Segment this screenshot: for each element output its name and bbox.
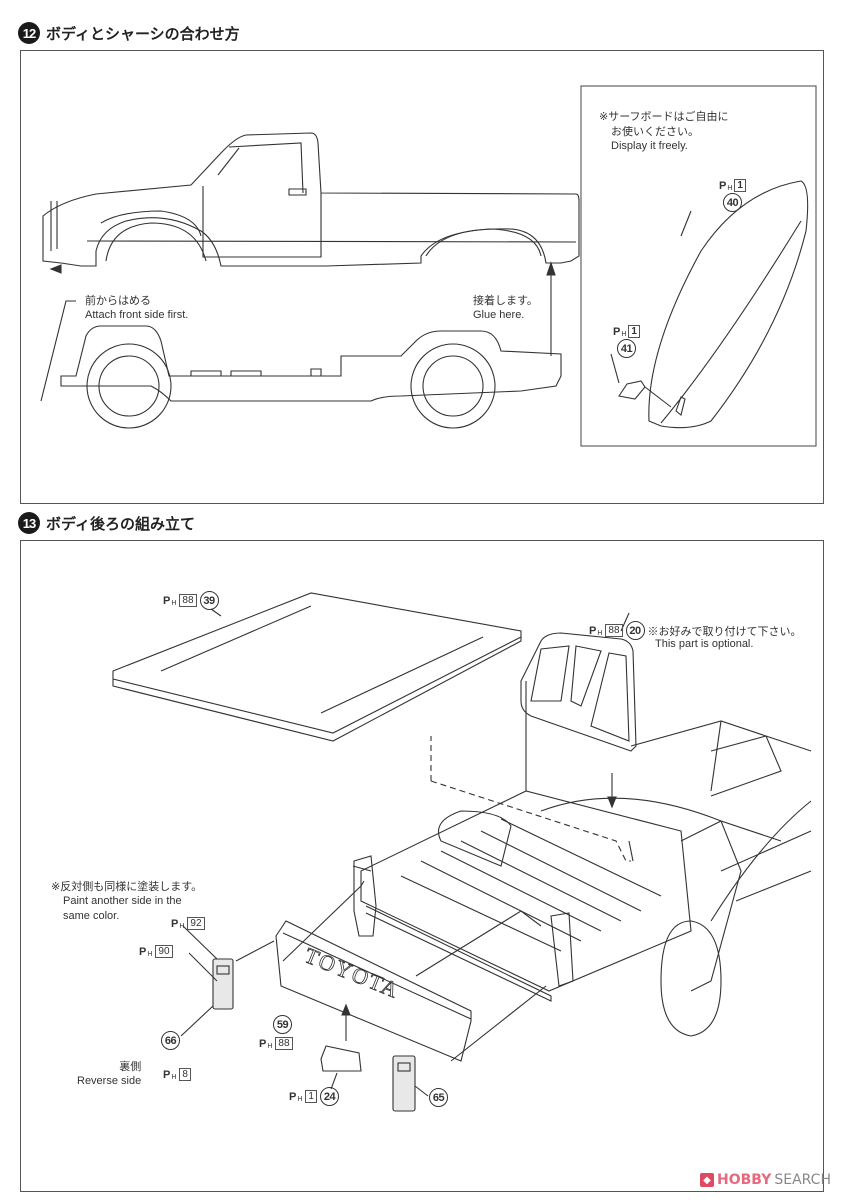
- body-chassis-diagram: [40, 85, 817, 447]
- tailgate-logo: TOYOTA: [301, 942, 403, 1003]
- front-attach-line: [40, 300, 76, 402]
- tail-light-65: [392, 1055, 416, 1112]
- part-number-66: 66: [161, 1031, 180, 1050]
- surfboard-note-jp-2: お使いください。: [611, 125, 699, 138]
- part-number-59: 59: [273, 1015, 292, 1034]
- chassis-wheel-front: [86, 343, 172, 429]
- paint-note-en-1: Paint another side in the: [63, 895, 182, 907]
- front-attach-note: 前からはめる Attach front side first.: [85, 293, 188, 323]
- paint-note-jp: ※反対側も同様に塗装します。: [51, 880, 203, 893]
- part-number-20: 20: [625, 621, 645, 640]
- rear-wheel: [660, 920, 722, 1037]
- tonneau-cover-39: [112, 592, 522, 742]
- hobby-search-logo-icon: ◆: [700, 1173, 714, 1187]
- step-12-header: 12 ボディとシャーシの合わせ方: [18, 22, 240, 44]
- roll-bar-20: [520, 632, 637, 752]
- step-12-frame: 前からはめる Attach front side first. 接着します。 G…: [20, 50, 824, 504]
- step-12-title: ボディとシャーシの合わせ方: [46, 24, 240, 43]
- fin-41: [618, 380, 646, 400]
- truck-bed: [360, 790, 692, 992]
- reverse-note: 裏側 Reverse side: [77, 1059, 141, 1089]
- glue-note-jp: 接着します。: [473, 294, 538, 307]
- hobby-search-watermark: ◆ HOBBY SEARCH: [700, 1172, 831, 1188]
- watermark-brand: HOBBY: [717, 1172, 772, 1188]
- truck-body-outline: [42, 132, 580, 267]
- paint-note: ※反対側も同様に塗装します。 Paint another side in the…: [51, 879, 202, 924]
- tailgate-59: [275, 920, 472, 1062]
- part-label-59: 59: [273, 1015, 292, 1034]
- step-12-number: 12: [18, 22, 40, 44]
- wheel-arch-rear: [425, 228, 542, 257]
- chassis-wheel-rear: [410, 343, 496, 429]
- watermark-suffix: SEARCH: [774, 1172, 831, 1188]
- part-number-40: 40: [722, 193, 742, 212]
- paint-note-en-2: same color.: [63, 910, 120, 922]
- glue-note-en: Glue here.: [473, 309, 525, 321]
- part-number-39: 39: [199, 591, 219, 610]
- step-13-header: 13 ボディ後ろの組み立て: [18, 512, 195, 534]
- license-plate-24: [320, 1045, 362, 1072]
- part-number-24: 24: [319, 1087, 339, 1106]
- optional-note-en: This part is optional.: [655, 638, 754, 650]
- glue-note: 接着します。 Glue here.: [473, 293, 538, 323]
- reverse-note-en: Reverse side: [77, 1075, 142, 1087]
- surfboard-panel-border: [580, 85, 817, 447]
- chassis-outline: [60, 325, 562, 402]
- surfboard-note: ※サーフボードはご自由に お使いください。 Display it freely.: [599, 109, 729, 154]
- surfboard-note-jp-1: ※サーフボードはご自由に: [599, 110, 729, 123]
- front-note-en: Attach front side first.: [85, 309, 189, 321]
- front-note-jp: 前からはめる: [85, 294, 151, 307]
- rear-body-diagram: TOYOTA: [112, 592, 812, 1112]
- surfboard-40: [648, 180, 809, 429]
- optional-note-jp: ※お好みで取り付けて下さい。: [647, 625, 802, 638]
- surfboard-note-en: Display it freely.: [611, 140, 688, 152]
- part-label-65: 65: [429, 1088, 448, 1107]
- wheel-arch-front: [105, 222, 207, 262]
- part-number-65: 65: [429, 1088, 448, 1107]
- part-label-66: 66: [161, 1031, 180, 1050]
- step-13-number: 13: [18, 512, 40, 534]
- reverse-note-jp: 裏側: [119, 1060, 142, 1073]
- tail-light-66: [212, 958, 234, 1010]
- part-number-41: 41: [616, 339, 636, 358]
- step-13-title: ボディ後ろの組み立て: [46, 514, 195, 533]
